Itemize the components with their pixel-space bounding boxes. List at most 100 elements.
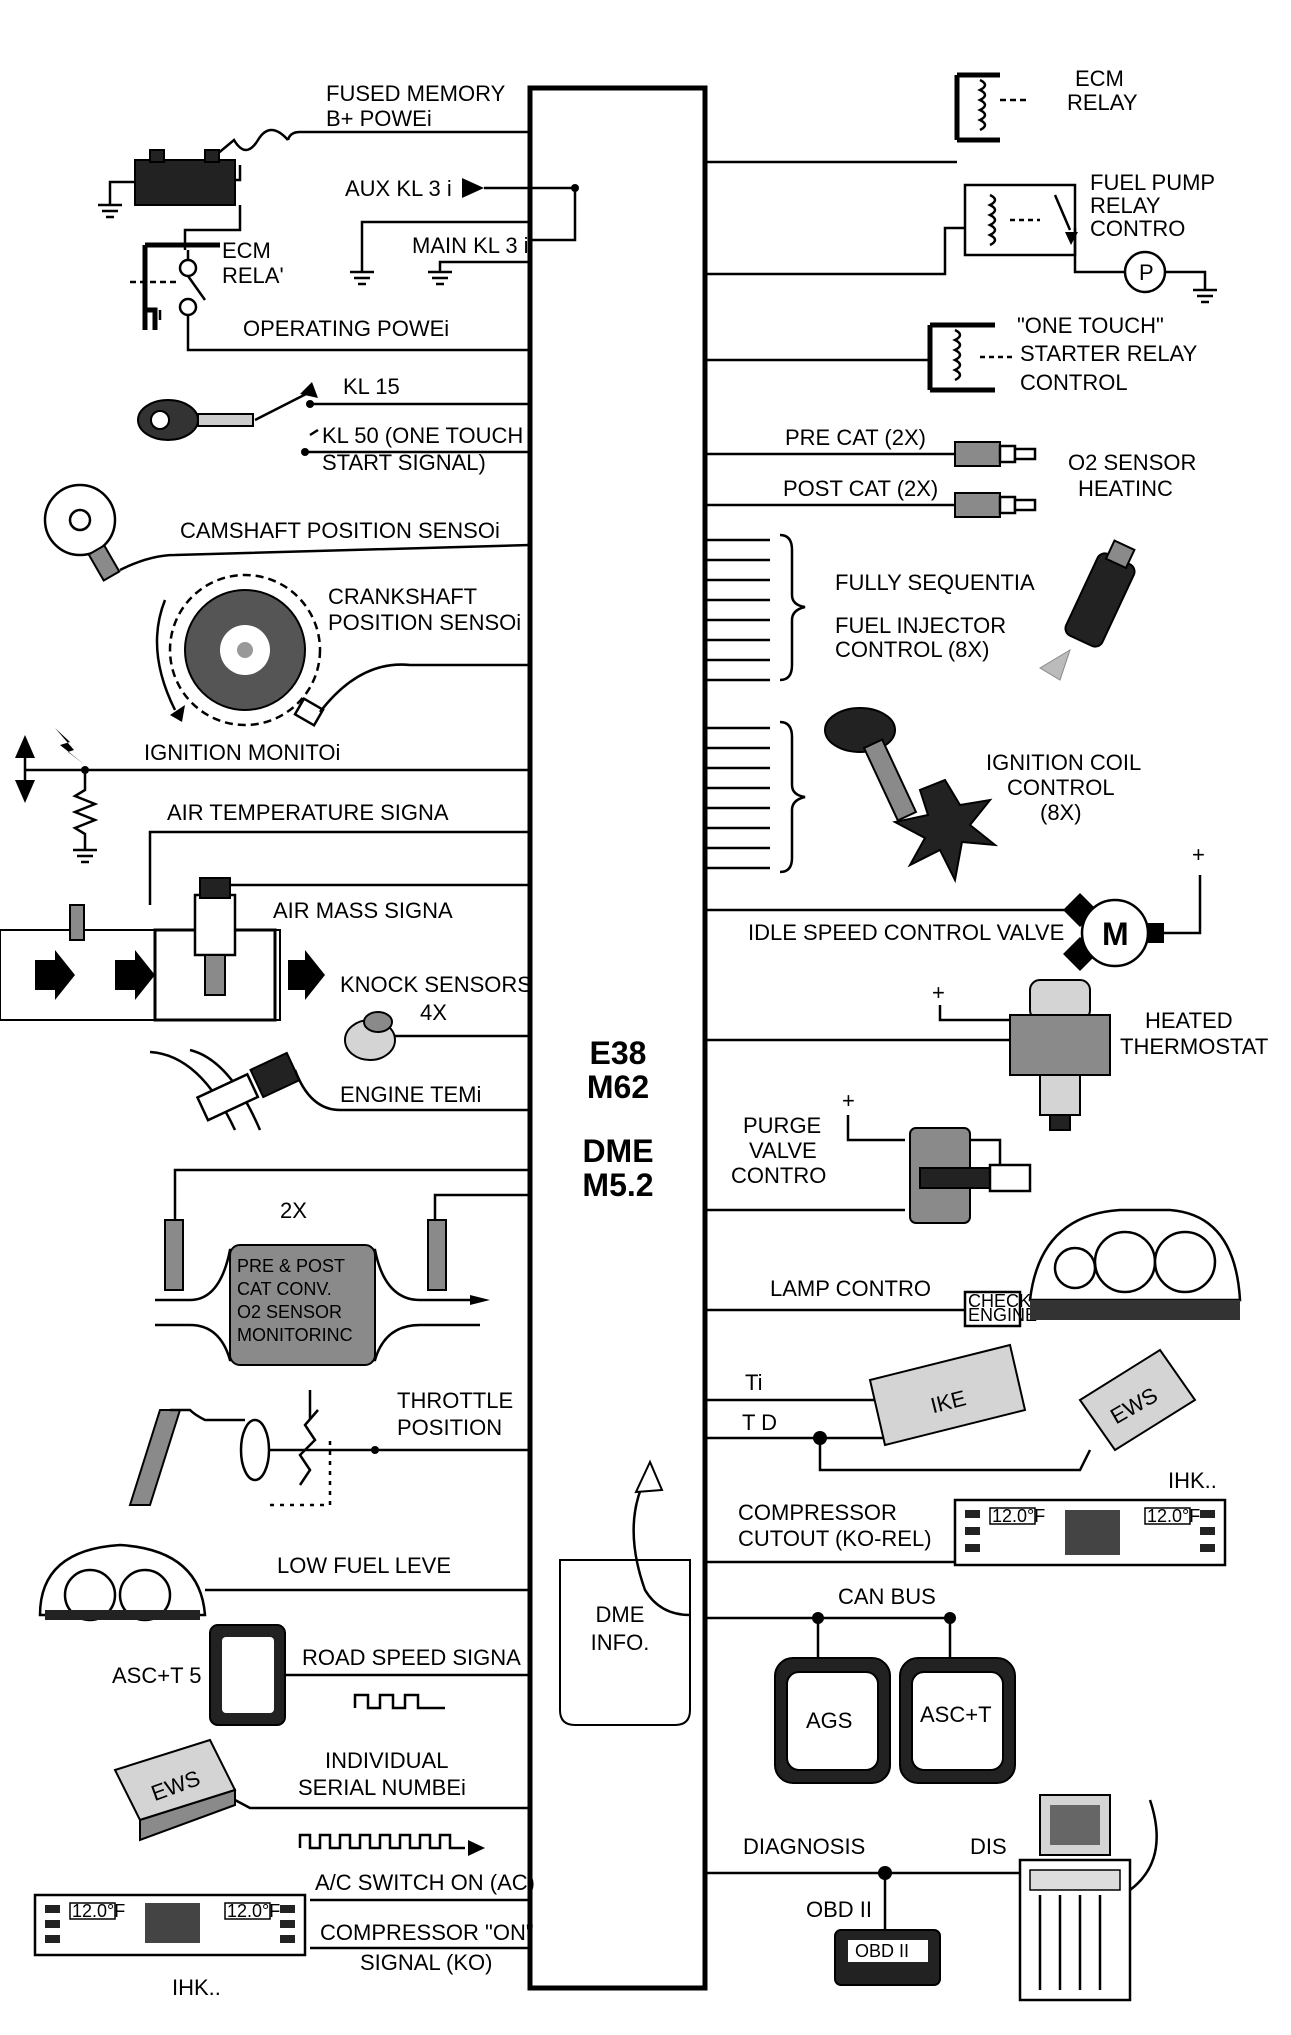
speed-pulse-icon bbox=[353, 1693, 445, 1710]
battery-icon bbox=[134, 159, 236, 206]
diagnosis-label: DIAGNOSIS bbox=[743, 1834, 865, 1859]
dme-info-label-1: DME bbox=[596, 1602, 645, 1627]
fuel-pump-label-2: RELAY bbox=[1090, 193, 1161, 218]
asct-label: ASC+T bbox=[920, 1702, 992, 1727]
ac-switch-label: A/C SWITCH ON (AC) bbox=[315, 1870, 535, 1895]
td-label: T D bbox=[742, 1410, 777, 1435]
purge-label-2: VALVE bbox=[749, 1138, 817, 1163]
kl15-label: KL 15 bbox=[343, 374, 400, 399]
purge-label-1: PURGE bbox=[743, 1113, 821, 1138]
ignition-monitor-group: IGNITION MONITOi bbox=[15, 728, 530, 864]
coil-label-3: (8X) bbox=[1040, 800, 1082, 825]
crankshaft-sensor-group: CRANKSHAFT POSITION SENSOi bbox=[155, 573, 530, 728]
o2-box-label-4: MONITORINC bbox=[237, 1325, 353, 1345]
fused-memory-label-1: FUSED MEMORY bbox=[326, 81, 506, 106]
ignition-monitor-label: IGNITION MONITOi bbox=[144, 740, 340, 765]
coil-wires bbox=[705, 726, 770, 870]
lamp-label: LAMP CONTRO bbox=[770, 1276, 931, 1301]
ecu-version-m52: M5.2 bbox=[582, 1167, 653, 1203]
fused-memory-group: FUSED MEMORY B+ POWEi bbox=[98, 81, 530, 250]
motor-symbol: M bbox=[1102, 916, 1129, 952]
serial-label-1: INDIVIDUAL bbox=[325, 1748, 448, 1773]
injector-wires bbox=[705, 538, 770, 682]
injector-label-1: FULLY SEQUENTIA bbox=[835, 570, 1035, 595]
spark-icon bbox=[55, 728, 85, 765]
spark-burst-icon bbox=[892, 778, 999, 884]
fuel-pump-symbol: P bbox=[1139, 260, 1154, 285]
idle-label: IDLE SPEED CONTROL VALVE bbox=[748, 920, 1064, 945]
road-speed-label: ROAD SPEED SIGNA bbox=[302, 1645, 521, 1670]
engine-temp-label: ENGINE TEMi bbox=[340, 1082, 481, 1107]
main-kl-group: MAIN KL 3 i bbox=[350, 220, 530, 286]
ihk-right-display-2: 12.0°F bbox=[1147, 1506, 1200, 1526]
road-speed-group: ASC+T 5 ROAD SPEED SIGNA bbox=[112, 1624, 530, 1726]
ecm-relay-right: ECM RELAY bbox=[705, 66, 1138, 164]
thermostat-plus-label: + bbox=[932, 980, 945, 1005]
fuel-pump-relay-group: P FUEL PUMP RELAY CONTRO bbox=[705, 170, 1217, 304]
air-temp-label: AIR TEMPERATURE SIGNA bbox=[167, 800, 449, 825]
ecm-relay-left: ECM RELA' OPERATING POWEi bbox=[130, 238, 530, 352]
ecm-relay-left-label-2: RELA' bbox=[222, 263, 284, 288]
starter-label-2: STARTER RELAY bbox=[1020, 341, 1198, 366]
can-bus-group: CAN BUS AGS ASC+T bbox=[705, 1584, 1016, 1784]
ews-module-right-icon bbox=[1078, 1348, 1197, 1452]
engine-temp-group: ENGINE TEMi bbox=[149, 1048, 530, 1131]
temp-sensor-icon bbox=[249, 1051, 301, 1099]
diagnosis-group: DIAGNOSIS DIS OBD II OBD II bbox=[705, 1794, 1158, 2002]
air-intake-group: AIR TEMPERATURE SIGNA AIR MASS SIGNA bbox=[0, 800, 530, 1022]
o2-sensor-pre-icon bbox=[954, 441, 1001, 467]
compressor-cutout-group: COMPRESSOR CUTOUT (KO-REL) IHK.. 12.0°F … bbox=[705, 1468, 1227, 1567]
obd-screen-label: OBD II bbox=[855, 1941, 909, 1961]
ecm-relay-right-label-2: RELAY bbox=[1067, 90, 1138, 115]
thermostat-group: + HEATED THERMOSTAT bbox=[705, 979, 1268, 1131]
dme-info-arrowhead bbox=[634, 1459, 664, 1494]
compressor-label-1: COMPRESSOR bbox=[738, 1500, 897, 1525]
fuel-pump-label-3: CONTRO bbox=[1090, 216, 1185, 241]
o2-heating-label-1: O2 SENSOR bbox=[1068, 450, 1196, 475]
main-kl-label: MAIN KL 3 i bbox=[412, 233, 529, 258]
knock-sensor-group: KNOCK SENSORS 4X bbox=[340, 972, 532, 1061]
aux-kl-label: AUX KL 3 i bbox=[345, 176, 452, 201]
throttle-group: THROTTLE POSITION bbox=[128, 1388, 530, 1507]
operating-power-label: OPERATING POWEi bbox=[243, 316, 449, 341]
dme-info-box bbox=[559, 1559, 691, 1726]
ground-icon bbox=[98, 203, 122, 219]
kl50-label-2: START SIGNAL) bbox=[322, 450, 486, 475]
injector-label-3: CONTROL (8X) bbox=[835, 637, 989, 662]
o2-heating-group: PRE CAT (2X) POST CAT (2X) O2 SENSOR HEA… bbox=[705, 425, 1196, 518]
starter-label-3: CONTROL bbox=[1020, 370, 1128, 395]
o2-count-label: 2X bbox=[280, 1198, 307, 1223]
fuel-injector-group: FULLY SEQUENTIA FUEL INJECTOR CONTROL (8… bbox=[705, 533, 1136, 682]
idle-plus-label: + bbox=[1192, 842, 1205, 867]
o2-box-label-1: PRE & POST bbox=[237, 1256, 345, 1276]
dme-control-unit: E38 M62 DME M5.2 DME INFO. bbox=[527, 85, 708, 1991]
lamp-control-group: LAMP CONTRO CHECK ENGINE bbox=[705, 1208, 1242, 1328]
purge-valve-group: + PURGE VALVE CONTRO bbox=[705, 1088, 1032, 1224]
compressor-label-2: CUTOUT (KO-REL) bbox=[738, 1526, 932, 1551]
ecu-engine-m62: M62 bbox=[587, 1069, 649, 1105]
can-bus-label: CAN BUS bbox=[838, 1584, 936, 1609]
ecu-dme-label: DME bbox=[582, 1133, 653, 1169]
check-label: CHECK bbox=[968, 1291, 1031, 1311]
throttle-label-1: THROTTLE bbox=[397, 1388, 513, 1413]
starter-relay-group: "ONE TOUCH" STARTER RELAY CONTROL bbox=[705, 313, 1198, 395]
check-engine-lamp-icon bbox=[963, 1290, 1022, 1328]
low-fuel-label: LOW FUEL LEVE bbox=[277, 1553, 451, 1578]
ike-module-icon bbox=[868, 1343, 1027, 1447]
kl50-label-1: KL 50 (ONE TOUCH bbox=[322, 423, 523, 448]
obd-label: OBD II bbox=[806, 1897, 872, 1922]
ecm-relay-left-label-1: ECM bbox=[222, 238, 271, 263]
o2-monitoring-group: 2X PRE & POST CAT CONV. O2 SENSOR MONITO… bbox=[155, 1168, 530, 1366]
o2-box-label-3: O2 SENSOR bbox=[237, 1302, 342, 1322]
purge-plus-label: + bbox=[842, 1088, 855, 1113]
ecm-relay-right-label-1: ECM bbox=[1075, 66, 1124, 91]
ihk-right-display-1: 12.0°F bbox=[992, 1506, 1045, 1526]
injector-label-2: FUEL INJECTOR bbox=[835, 613, 1006, 638]
coil-label-2: CONTROL bbox=[1007, 775, 1115, 800]
airflow-arrow-icon bbox=[35, 950, 75, 1000]
o2-heating-label-2: HEATINC bbox=[1078, 476, 1173, 501]
thermostat-label-1: HEATED bbox=[1145, 1008, 1233, 1033]
o2-sensor-post-icon bbox=[954, 492, 1001, 518]
key-switch-group: KL 15 KL 50 (ONE TOUCH START SIGNAL) bbox=[137, 374, 530, 475]
